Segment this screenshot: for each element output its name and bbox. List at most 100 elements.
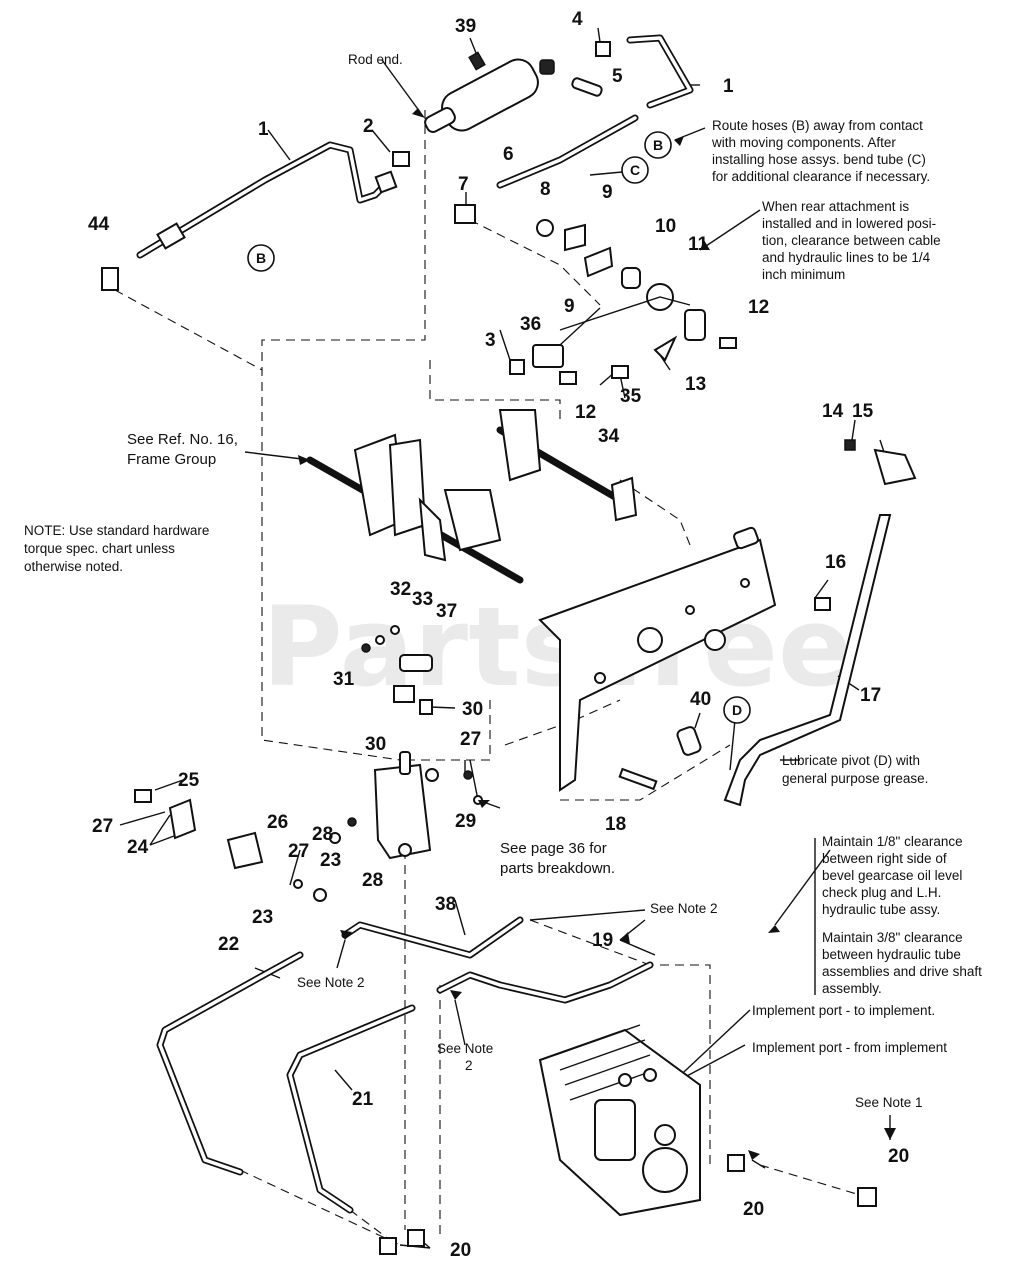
part-37-plate <box>399 654 433 672</box>
svg-text:torque spec. chart unless: torque spec. chart unless <box>24 541 175 556</box>
part-number-12-right: 12 <box>748 297 769 318</box>
svg-text:See Ref. No. 16,: See Ref. No. 16, <box>127 431 238 448</box>
part-31-nut <box>361 643 371 653</box>
svg-text:with moving components. After: with moving components. After <box>711 135 896 150</box>
part-number-16: 16 <box>825 552 846 573</box>
svg-text:Maintain 1/8" clearance: Maintain 1/8" clearance <box>822 834 963 849</box>
part-number-4: 4 <box>572 9 583 30</box>
part-20-fitting-b <box>857 1187 877 1207</box>
part-number-27-valve: 27 <box>460 729 481 750</box>
part-number-22: 22 <box>218 934 239 955</box>
svg-text:tion, clearance between cable: tion, clearance between cable <box>762 233 941 248</box>
part-number-36: 36 <box>520 314 541 335</box>
part-number-25: 25 <box>178 770 200 791</box>
hose-assembly-right <box>496 34 694 189</box>
part-number-32: 32 <box>390 579 411 600</box>
label-implement-port-from: Implement port - from implement <box>752 1040 947 1055</box>
part-number-10: 10 <box>655 216 676 237</box>
part-number-1-left: 1 <box>258 119 269 140</box>
part-22-tube <box>156 951 304 1176</box>
part-number-44: 44 <box>88 214 110 235</box>
part-number-8: 8 <box>540 179 551 200</box>
part-17-lever <box>723 514 892 807</box>
note-rear-attachment: When rear attachment is installed and in… <box>762 199 941 282</box>
svg-text:installing hose assys. bend tu: installing hose assys. bend tube (C) <box>712 152 926 167</box>
svg-text:bevel gearcase oil level: bevel gearcase oil level <box>822 868 962 883</box>
part-30-clip-b <box>419 699 433 715</box>
part-9-bracket-b <box>583 246 614 278</box>
part-number-40: 40 <box>690 689 711 710</box>
svg-text:hydraulic tube assy.: hydraulic tube assy. <box>822 902 940 917</box>
part-25-bolt <box>134 789 152 803</box>
part-11-cable <box>559 296 691 331</box>
part-number-23-top: 23 <box>320 850 341 871</box>
svg-text:check plug and L.H.: check plug and L.H. <box>822 885 941 900</box>
part-20-fitting-c <box>379 1237 397 1255</box>
part-number-3: 3 <box>485 330 496 351</box>
svg-text:for additional clearance if ne: for additional clearance if necessary. <box>712 169 930 184</box>
part-34-shaft <box>496 409 638 522</box>
svg-text:B: B <box>256 250 266 266</box>
part-12-bolt-b <box>559 371 577 385</box>
part-38-tube <box>341 916 524 959</box>
svg-text:D: D <box>732 702 742 718</box>
part-20-fitting-a <box>727 1154 745 1172</box>
part-number-2: 2 <box>363 116 374 137</box>
label-see-note-1: See Note 1 <box>855 1095 923 1110</box>
part-number-21: 21 <box>352 1089 374 1110</box>
part-number-33: 33 <box>412 589 433 610</box>
part-number-29: 29 <box>455 811 476 832</box>
svg-text:assemblies and drive shaft: assemblies and drive shaft <box>822 964 982 979</box>
svg-text:otherwise noted.: otherwise noted. <box>24 559 123 574</box>
part-33-washer <box>390 625 400 635</box>
part-18-bolt <box>618 767 658 791</box>
svg-text:installed and in lowered posi-: installed and in lowered posi- <box>762 216 936 231</box>
part-number-20-bottom: 20 <box>450 1240 471 1261</box>
part-number-37: 37 <box>436 601 457 622</box>
svg-text:between right side of: between right side of <box>822 851 947 866</box>
part-16-bolt <box>814 597 831 611</box>
part-number-9-bottom: 9 <box>564 296 575 317</box>
part-35-bolt <box>611 365 629 379</box>
part-number-20-pump: 20 <box>743 1199 764 1220</box>
part-30-clip-a <box>393 685 415 703</box>
part-26-clamp <box>226 831 264 870</box>
note-torque: NOTE: Use standard hardware torque spec.… <box>24 523 209 574</box>
svg-text:B: B <box>653 137 663 153</box>
part-number-31: 31 <box>333 669 355 690</box>
svg-text:See Note: See Note <box>437 1041 493 1056</box>
svg-text:assembly.: assembly. <box>822 981 882 996</box>
svg-text:2: 2 <box>465 1058 473 1073</box>
part-9-bracket-a <box>564 223 586 252</box>
svg-text:See page 36 for: See page 36 for <box>500 840 607 857</box>
part-20-fitting-d <box>407 1229 425 1247</box>
part-number-7: 7 <box>458 174 469 195</box>
part-7-fitting <box>454 204 476 224</box>
part-number-38: 38 <box>435 894 456 915</box>
note-maintain-3-8: Maintain 3/8" clearance between hydrauli… <box>822 930 982 996</box>
label-see-note-2-top: See Note 2 <box>650 901 718 916</box>
frame-plate <box>538 526 777 792</box>
callout-c: C <box>621 156 649 184</box>
part-number-24: 24 <box>127 837 149 858</box>
part-40-spacer <box>676 726 702 756</box>
part-number-30-left: 30 <box>365 734 386 755</box>
part-10-spacer <box>621 267 641 289</box>
part-number-27-left: 27 <box>92 816 113 837</box>
part-number-14: 14 <box>822 401 844 422</box>
part-number-20-right: 20 <box>888 1146 909 1167</box>
part-numbers: 39 4 1 5 6 1 2 44 7 8 9 9 10 11 12 12 3 … <box>88 9 909 1261</box>
control-valve <box>373 751 439 860</box>
svg-text:and hydraulic lines to be 1/4: and hydraulic lines to be 1/4 <box>762 250 931 265</box>
label-rod-end: Rod end. <box>348 52 403 67</box>
hose-assembly-left <box>136 141 398 259</box>
part-number-23-bottom: 23 <box>252 907 273 928</box>
part-36-clamp <box>532 344 564 368</box>
part-15-knob <box>873 448 917 486</box>
hydraulic-cylinder <box>424 58 555 133</box>
part-8-nut <box>536 219 554 237</box>
part-4-fitting <box>595 41 611 57</box>
part-number-6: 6 <box>503 144 514 165</box>
svg-text:C: C <box>630 162 640 178</box>
